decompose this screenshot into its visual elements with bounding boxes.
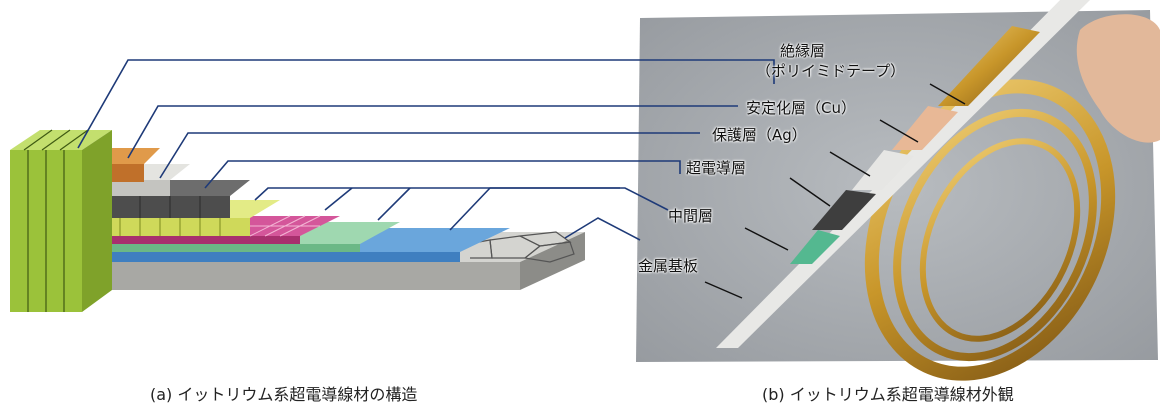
leader-line-magenta bbox=[324, 187, 353, 211]
label-superconducting: 超電導層 bbox=[686, 159, 747, 177]
photo-pointer-lines bbox=[704, 83, 966, 299]
label-substrate: 金属基板 bbox=[638, 257, 699, 275]
insulation-wrap bbox=[10, 129, 112, 312]
substrate-front bbox=[80, 262, 520, 290]
label-insulation-sub: （ポリイミドテープ） bbox=[756, 62, 906, 80]
tape-strip bbox=[716, 0, 1090, 348]
leader-line-blue bbox=[449, 187, 669, 231]
intermediate-front bbox=[80, 244, 360, 252]
leader-line-substrate bbox=[564, 217, 641, 241]
leader-line-stabilizer bbox=[127, 105, 738, 159]
leader-line-superconducting bbox=[204, 160, 681, 189]
label-insulation: 絶縁層 bbox=[780, 42, 826, 60]
magenta-grid-lines bbox=[240, 215, 321, 237]
caption-right: (b) イットリウム系超電導線材外観 bbox=[762, 385, 1014, 404]
caption-left: (a) イットリウム系超電導線材の構造 bbox=[150, 385, 418, 404]
buffer-blue-front bbox=[80, 252, 460, 262]
label-stabilizer: 安定化層（Cu） bbox=[746, 99, 856, 117]
leader-line-green bbox=[377, 187, 411, 221]
layer-structure-diagram bbox=[10, 129, 585, 312]
leader-lines bbox=[77, 59, 775, 241]
buffer-magenta-front bbox=[80, 236, 300, 244]
leader-line-yellow bbox=[254, 187, 620, 201]
leader-line-protective bbox=[159, 132, 700, 179]
hand-image bbox=[1076, 14, 1160, 143]
label-protective: 保護層（Ag） bbox=[712, 126, 807, 144]
leader-line-insulation bbox=[77, 59, 775, 149]
tape-photograph bbox=[636, 0, 1160, 381]
label-intermediate: 中間層 bbox=[668, 207, 714, 225]
